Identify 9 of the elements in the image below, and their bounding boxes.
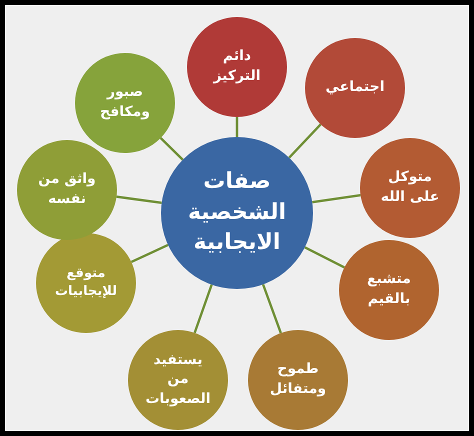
connector-line [304,246,345,268]
connector-line [236,117,238,137]
connector-line [262,284,282,334]
connector-line [288,124,322,159]
connector-line [130,244,169,264]
connector-line [160,137,184,161]
connector-line [312,194,361,204]
connector-line [194,284,213,334]
connector-line [116,196,162,204]
